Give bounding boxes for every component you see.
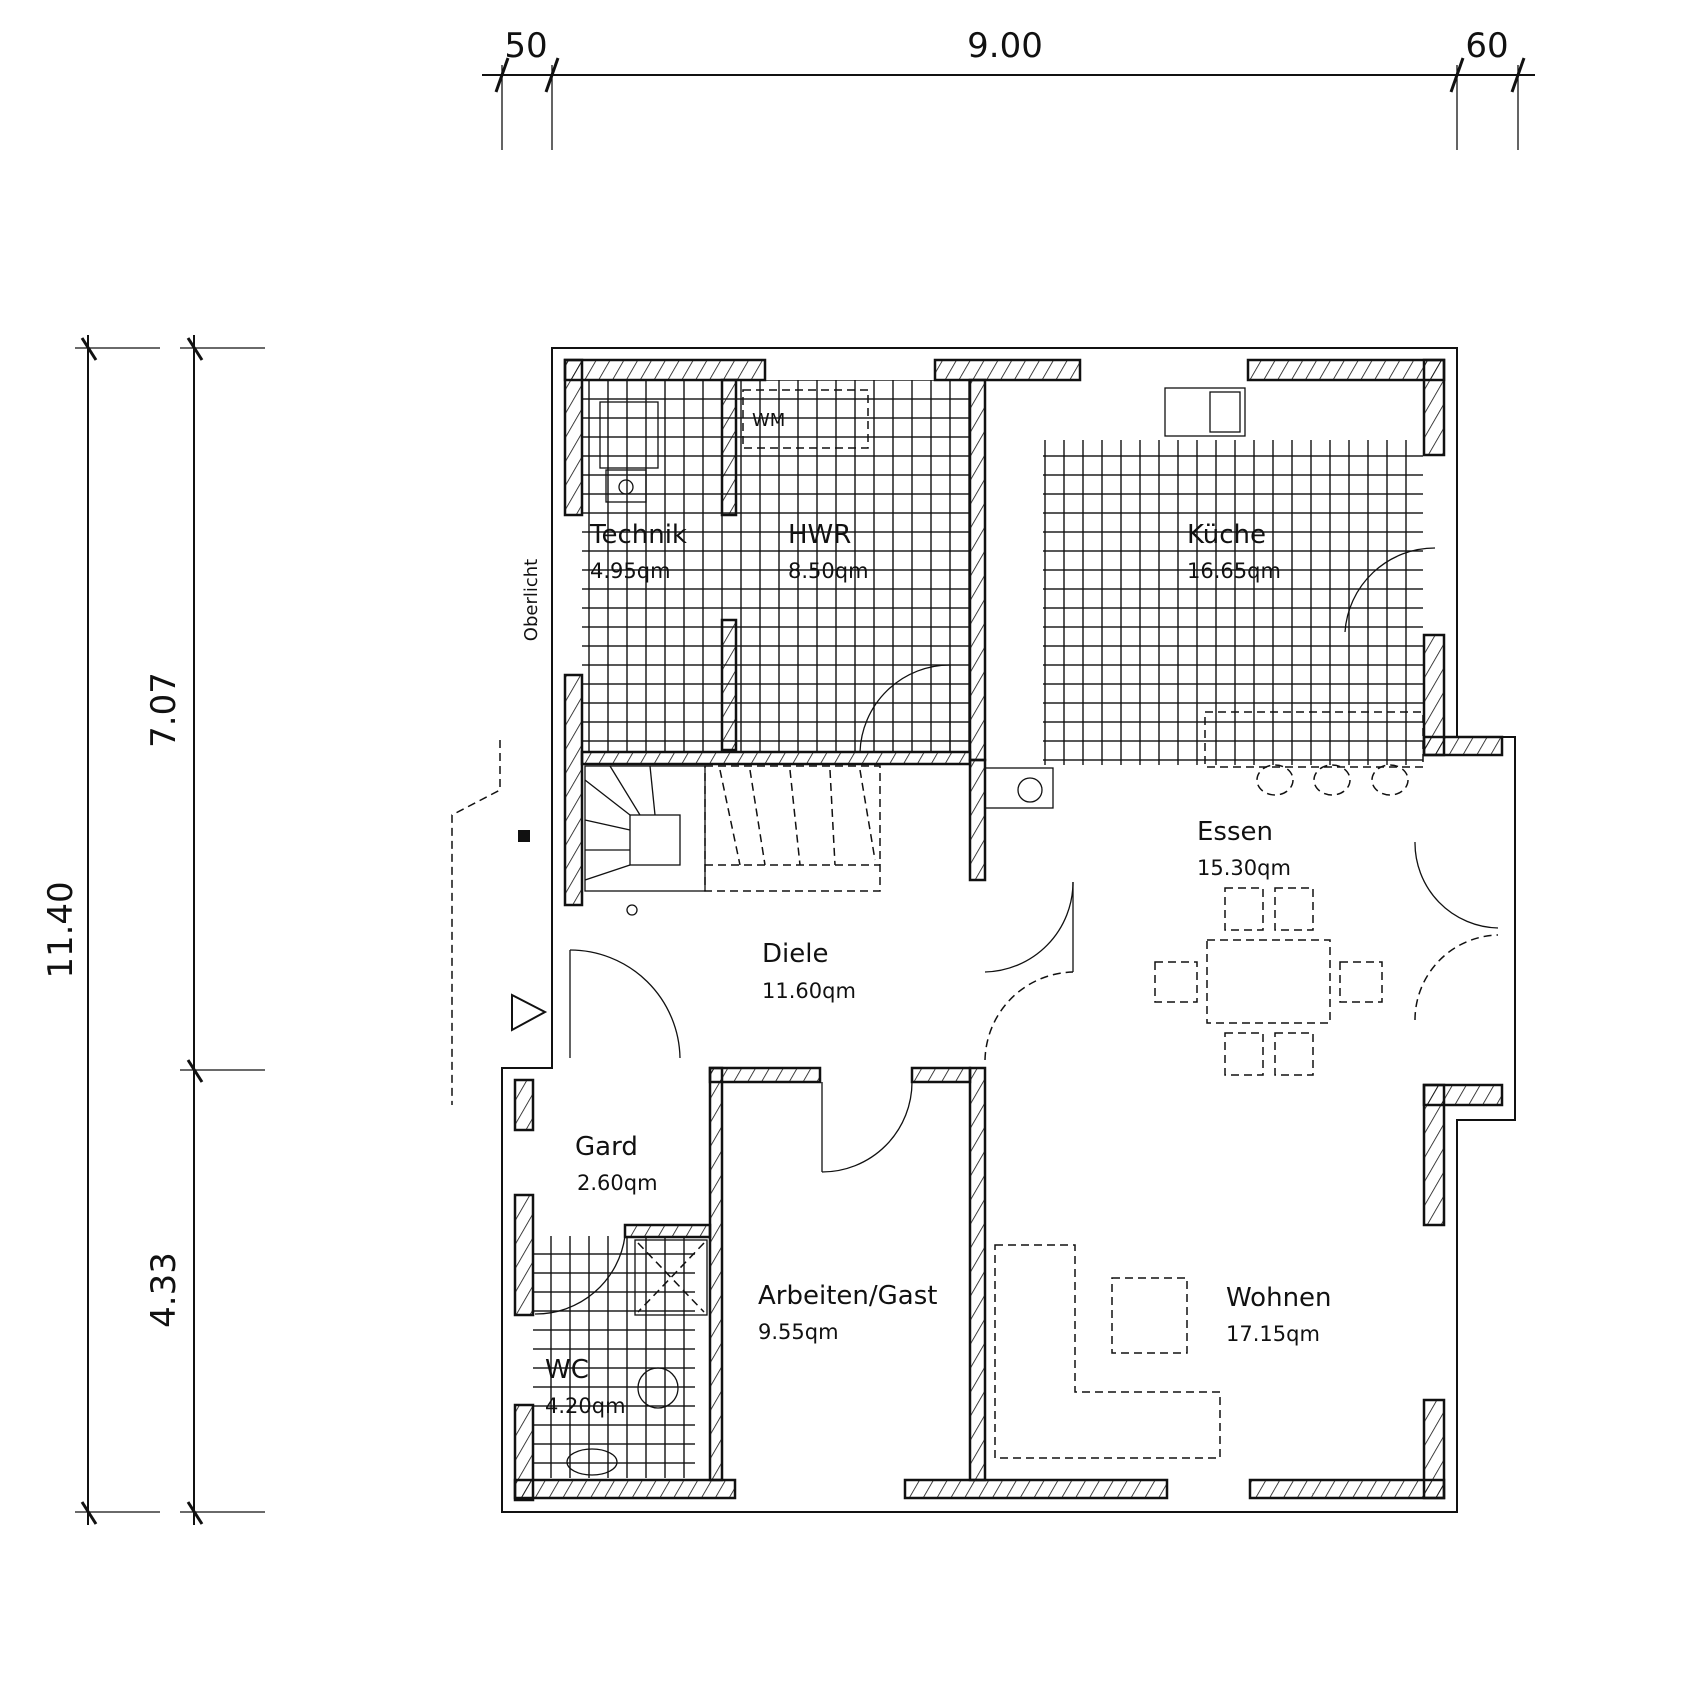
room-area: 4.95qm [590, 559, 671, 583]
tiled-floors [533, 380, 1423, 1478]
room-area: 15.30qm [1197, 856, 1291, 880]
room-name: Küche [1187, 520, 1266, 550]
room-area: 16.65qm [1187, 559, 1281, 583]
washing-machine-label: WM [752, 410, 785, 431]
dimension-label: 9.00 [967, 26, 1043, 66]
top-dimension: 50 9.00 60 [482, 26, 1535, 150]
room-area: 2.60qm [577, 1171, 658, 1195]
dimension-label: 50 [504, 26, 547, 66]
staircase [584, 765, 881, 916]
skylight-label: Oberlicht [521, 559, 542, 641]
walls [513, 358, 1504, 1502]
room-area: 4.20qm [545, 1394, 626, 1418]
room-name: Wohnen [1226, 1283, 1332, 1313]
room-name: Gard [575, 1132, 638, 1162]
room-name: HWR [788, 520, 851, 550]
room-area: 9.55qm [758, 1320, 839, 1344]
room-area: 17.15qm [1226, 1322, 1320, 1346]
dimension-label: 60 [1465, 26, 1508, 66]
dimension-label: 4.33 [144, 1252, 184, 1328]
left-dimension: 11.40 7.07 4.33 [41, 335, 265, 1525]
room-name: Essen [1197, 817, 1273, 847]
dimension-label: 7.07 [144, 672, 184, 748]
room-name: Diele [762, 939, 828, 969]
outer-outline [501, 347, 1516, 1513]
dimension-label: 11.40 [41, 881, 81, 978]
room-area: 8.50qm [788, 559, 869, 583]
room-labels: Technik 4.95qm HWR 8.50qm Küche 16.65qm … [545, 520, 1332, 1418]
doors [534, 547, 1499, 1315]
room-name: WC [545, 1355, 589, 1385]
room-name: Arbeiten/Gast [758, 1281, 937, 1311]
room-name: Technik [589, 520, 687, 550]
furniture: WM [451, 387, 1424, 1476]
room-area: 11.60qm [762, 979, 856, 1003]
